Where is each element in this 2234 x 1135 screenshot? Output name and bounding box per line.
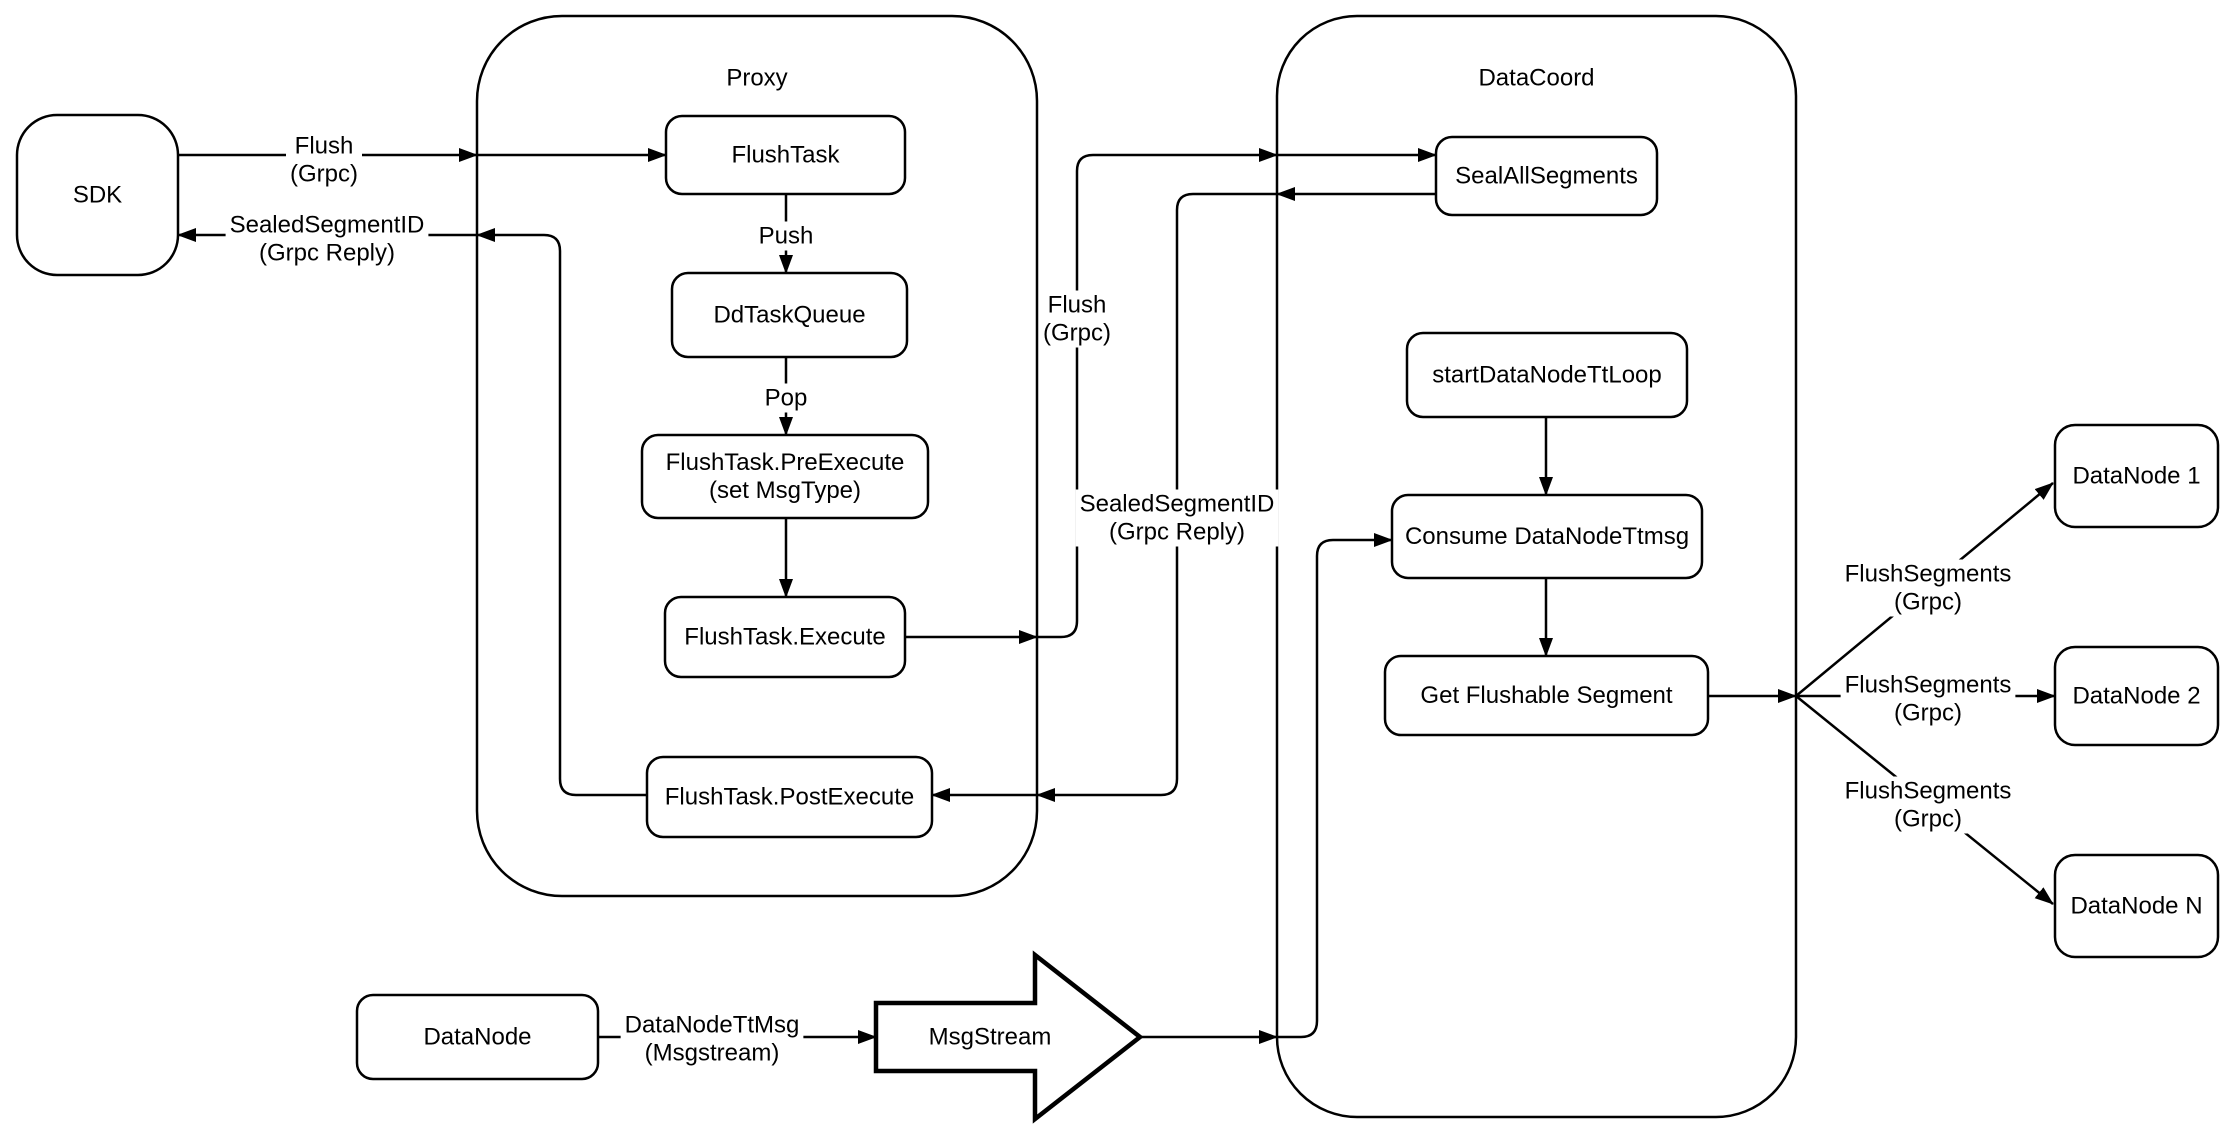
node-flushtask-label: FlushTask xyxy=(731,142,840,169)
node-flushtask-postexecute-box xyxy=(645,755,934,839)
container-proxy-outline xyxy=(475,14,1039,898)
node-datanode: DataNode xyxy=(355,993,600,1081)
edge-postexecute-to-proxy-border xyxy=(476,228,647,797)
edge-label-flushsegments-n-text: (Grpc) xyxy=(1894,806,1962,833)
node-ddtaskqueue-box xyxy=(670,271,909,359)
node-flushtask-box xyxy=(664,114,907,196)
node-startdatanodettloop-label: startDataNodeTtLoop xyxy=(1432,362,1661,389)
edge-label-flush-grpc-sdk-text: Flush xyxy=(295,133,354,160)
node-consume-datanodettmsg-label: Consume DataNodeTtmsg xyxy=(1405,523,1689,550)
edge-label-sealedid-mid-bg xyxy=(1075,489,1279,547)
node-get-flushable-segment: Get Flushable Segment xyxy=(1383,654,1710,737)
edge-label-pop-text: Pop xyxy=(765,385,808,412)
node-sdk-label: SDK xyxy=(73,182,122,209)
node-flushtask-postexecute: FlushTask.PostExecute xyxy=(645,755,934,839)
node-flushtask-preexecute-label: FlushTask.PreExecute xyxy=(666,449,905,476)
edge-label-push-bg xyxy=(754,221,818,251)
node-consume-datanodettmsg-box xyxy=(1390,493,1704,580)
edge-label-pop-bg xyxy=(760,383,812,413)
edge-label-flushsegments-2: FlushSegments(Grpc) xyxy=(1840,670,2016,728)
node-datanode-2-label: DataNode 2 xyxy=(2072,683,2200,710)
edge-label-flushsegments-1-text: (Grpc) xyxy=(1894,589,1962,616)
edge-label-push-text: Push xyxy=(759,223,814,250)
edge-label-flushsegments-1-bg xyxy=(1840,559,2016,617)
node-flushtask: FlushTask xyxy=(664,114,907,196)
node-sdk-box xyxy=(15,113,180,277)
edge-proxy-to-datacoord-flush xyxy=(1037,148,1278,639)
edge-label-flushsegments-2-text: (Grpc) xyxy=(1894,700,1962,727)
node-datanode-n-box xyxy=(2053,853,2220,959)
node-flushtask-execute-label: FlushTask.Execute xyxy=(684,624,885,651)
edge-label-datanodettmsg-bg xyxy=(620,1010,804,1068)
node-datanode-1: DataNode 1 xyxy=(2053,423,2220,529)
container-datacoord-title: DataCoord xyxy=(1478,65,1594,92)
node-flushtask-preexecute-label: (set MsgType) xyxy=(709,477,861,504)
edge-label-push: Push xyxy=(754,221,818,251)
edge-label-pop: Pop xyxy=(760,383,812,413)
node-sealallsegments: SealAllSegments xyxy=(1434,135,1659,217)
node-flushtask-postexecute-label: FlushTask.PostExecute xyxy=(665,784,914,811)
node-flushtask-preexecute: FlushTask.PreExecute(set MsgType) xyxy=(640,433,930,520)
node-datanode-n: DataNode N xyxy=(2053,853,2220,959)
node-sealallsegments-label: SealAllSegments xyxy=(1455,163,1638,190)
node-datanode-1-label: DataNode 1 xyxy=(2072,463,2200,490)
node-datanode-label: DataNode xyxy=(423,1024,531,1051)
edge-label-flushsegments-2-text: FlushSegments xyxy=(1845,672,2012,699)
container-proxy: Proxy xyxy=(475,14,1039,898)
container-datacoord: DataCoord xyxy=(1275,14,1798,1119)
edge-label-sealedid-mid-text: SealedSegmentID xyxy=(1080,491,1275,518)
edge-label-flush-grpc-sdk-bg xyxy=(286,131,362,189)
edge-label-flushsegments-2-bg xyxy=(1840,670,2016,728)
node-startdatanodettloop: startDataNodeTtLoop xyxy=(1405,331,1689,419)
node-ddtaskqueue-label: DdTaskQueue xyxy=(713,302,865,329)
edge-label-flush-grpc-mid-text: Flush xyxy=(1048,292,1107,319)
node-ddtaskqueue: DdTaskQueue xyxy=(670,271,909,359)
node-flushtask-execute: FlushTask.Execute xyxy=(663,595,907,679)
container-proxy-title: Proxy xyxy=(726,65,787,92)
edge-label-flushsegments-1-text: FlushSegments xyxy=(1845,561,2012,588)
edge-label-flush-grpc-mid-bg xyxy=(1039,290,1115,348)
edge-label-flushsegments-n-bg xyxy=(1840,776,2016,834)
node-get-flushable-segment-label: Get Flushable Segment xyxy=(1420,682,1672,709)
edge-label-datanodettmsg: DataNodeTtMsg(Msgstream) xyxy=(620,1010,804,1068)
node-datanode-1-box xyxy=(2053,423,2220,529)
node-sdk: SDK xyxy=(15,113,180,277)
node-msgstream: MsgStream xyxy=(873,950,1144,1124)
edge-label-flush-grpc-sdk: Flush(Grpc) xyxy=(286,131,362,189)
node-get-flushable-segment-box xyxy=(1383,654,1710,737)
edge-label-flushsegments-1: FlushSegments(Grpc) xyxy=(1840,559,2016,617)
node-datanode-n-label: DataNode N xyxy=(2070,893,2202,920)
node-sealallsegments-box xyxy=(1434,135,1659,217)
node-datanode-box xyxy=(355,993,600,1081)
node-datanode-2: DataNode 2 xyxy=(2053,645,2220,747)
edge-label-datanodettmsg-text: DataNodeTtMsg xyxy=(625,1012,800,1039)
edge-label-sealedid-mid-text: (Grpc Reply) xyxy=(1109,519,1245,546)
edge-label-flushsegments-n: FlushSegments(Grpc) xyxy=(1840,776,2016,834)
edge-label-sealedid-mid: SealedSegmentID(Grpc Reply) xyxy=(1075,489,1279,547)
container-datacoord-outline xyxy=(1275,14,1798,1119)
node-flushtask-preexecute-box xyxy=(640,433,930,520)
edge-label-flush-grpc-sdk-text: (Grpc) xyxy=(290,161,358,188)
edge-label-sealedid-sdk-bg xyxy=(225,210,429,268)
edge-label-datanodettmsg-text: (Msgstream) xyxy=(645,1040,780,1067)
edge-label-flushsegments-n-text: FlushSegments xyxy=(1845,778,2012,805)
node-startdatanodettloop-box xyxy=(1405,331,1689,419)
edge-label-sealedid-sdk: SealedSegmentID(Grpc Reply) xyxy=(225,210,429,268)
node-datanode-2-box xyxy=(2053,645,2220,747)
edge-label-flush-grpc-mid: Flush(Grpc) xyxy=(1039,290,1115,348)
edge-label-sealedid-sdk-text: (Grpc Reply) xyxy=(259,240,395,267)
node-msgstream-label: MsgStream xyxy=(929,1024,1052,1051)
edge-label-flush-grpc-mid-text: (Grpc) xyxy=(1043,320,1111,347)
node-msgstream-shape xyxy=(873,950,1144,1124)
node-consume-datanodettmsg: Consume DataNodeTtmsg xyxy=(1390,493,1704,580)
edge-label-sealedid-sdk-text: SealedSegmentID xyxy=(230,212,425,239)
edge-datacoord-border-to-consume xyxy=(1277,533,1393,1039)
node-flushtask-execute-box xyxy=(663,595,907,679)
